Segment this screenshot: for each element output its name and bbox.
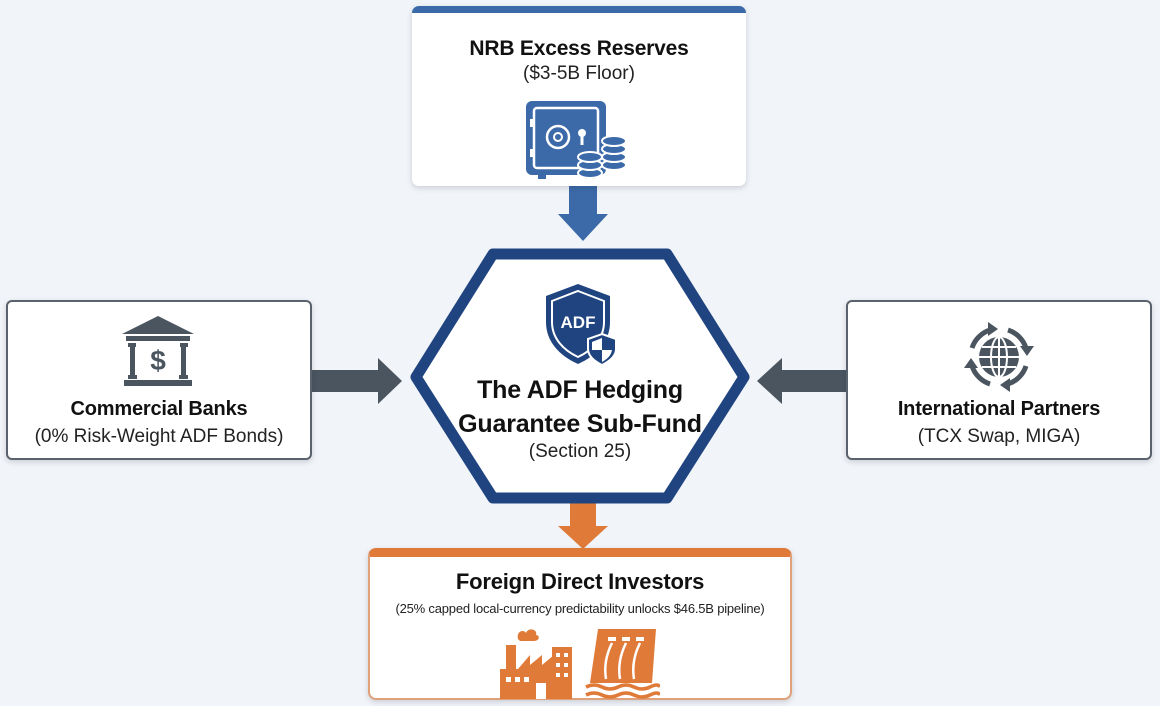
- node-international-partners[interactable]: International Partners (TCX Swap, MIGA): [846, 300, 1152, 460]
- safe-with-coins-icon: [526, 101, 627, 179]
- node-adf-hedging-guarantee-sub-fund[interactable]: ADF The ADF Hedging Guarantee Sub-Fund (…: [430, 270, 730, 463]
- center-title-line1: The ADF Hedging: [477, 376, 683, 404]
- node-subtitle: (25% capped local-currency predictabilit…: [395, 601, 765, 616]
- node-nrb-excess-reserves[interactable]: NRB Excess Reserves ($3-5B Floor): [412, 6, 746, 186]
- globe-exchange-icon: [964, 322, 1034, 392]
- shield-icon: ADF: [546, 284, 617, 367]
- bank-dollar-symbol: $: [150, 345, 166, 376]
- center-title-line2: Guarantee Sub-Fund: [458, 410, 702, 438]
- arrow-top-to-center: [558, 186, 608, 241]
- node-title: Foreign Direct Investors: [455, 569, 705, 594]
- factory-icon: [500, 629, 572, 699]
- center-hexagon: [410, 248, 750, 504]
- arrow-left-to-center: [312, 358, 402, 404]
- arrow-center-to-bottom: [558, 500, 608, 549]
- node-foreign-direct-investors[interactable]: Foreign Direct Investors (25% capped loc…: [368, 548, 792, 700]
- node-subtitle: (0% Risk-Weight ADF Bonds): [34, 426, 284, 447]
- arrow-right-to-center: [757, 358, 846, 404]
- bank-icon: $: [122, 316, 194, 386]
- hydro-dam-icon: [585, 629, 660, 699]
- shield-label: ADF: [561, 313, 596, 332]
- center-subtitle: (Section 25): [528, 441, 632, 462]
- node-title: NRB Excess Reserves: [469, 37, 689, 60]
- node-subtitle: (TCX Swap, MIGA): [917, 426, 1081, 447]
- node-commercial-banks[interactable]: $ Commercial Banks (0% Risk-Weight ADF B…: [6, 300, 312, 460]
- node-title: Commercial Banks: [70, 398, 248, 420]
- node-subtitle: ($3-5B Floor): [523, 63, 635, 84]
- node-title: International Partners: [897, 398, 1101, 420]
